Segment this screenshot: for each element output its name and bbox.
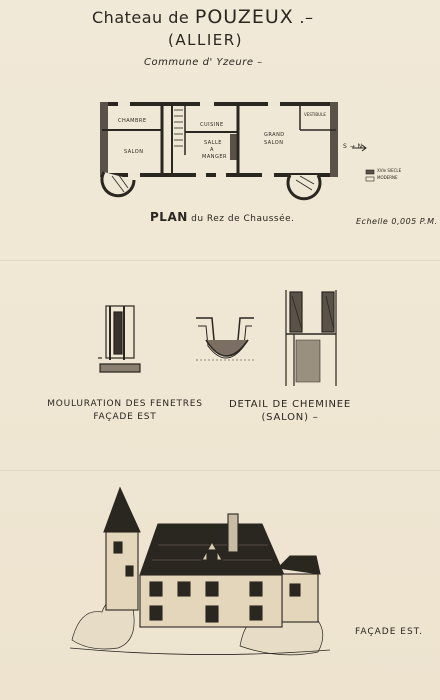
legend-swatch-16c [365,169,375,175]
chimney-caption-line2: (SALON) – [261,412,319,423]
plan-tower-right [286,174,322,201]
facade-label: FAÇADE EST. [355,627,423,637]
room-label-manger: MANGER [202,154,227,160]
title-name: POUZEUX [194,6,294,28]
department-label: (ALLIER) [168,31,244,49]
commune-label: Commune d' Yzeure – [144,57,263,68]
room-label-salle: SALLE [204,140,222,146]
fold-line [0,260,440,261]
room-label-a: A [210,147,214,153]
chimney-caption: DETAIL DE CHEMINEE (SALON) – [220,398,360,424]
room-label-grand: GRAND [264,132,285,138]
orientation-label: S → N [343,143,363,150]
facade-sketch [69,486,331,656]
title-suffix: .– [293,8,314,27]
chimney-caption-line1: DETAIL DE CHEMINEE [228,399,351,410]
room-label-salon: SALON [124,149,144,155]
plan-title-main: PLAN [150,210,188,224]
plan-scale: Echelle 0,005 P.M. [356,217,438,226]
room-label-grand-salon: SALON [264,140,284,146]
windows-caption: MOULURATION DES FENETRES FAÇADE EST [40,398,210,424]
windows-caption-line2: FAÇADE EST [93,412,157,422]
window-moulding-detail [98,305,141,373]
legend-label-modern: MODERNE [377,175,398,180]
title-prefix: Chateau de [92,8,195,27]
plan-title: PLAN du Rez de Chaussée. [150,210,295,224]
chimney-detail [285,290,337,386]
moulding-profile-detail [196,317,254,361]
document-title: Chateau de POUZEUX .– [92,6,313,28]
windows-caption-line1: MOULURATION DES FENETRES [47,399,203,409]
room-label-vestibule: VESTIBULE [304,112,326,117]
fold-line [0,470,440,471]
legend-label-16c: XVIe SIECLE [377,168,402,173]
room-label-cuisine: CUISINE [200,122,224,128]
plan-title-rest: du Rez de Chaussée. [187,214,295,224]
room-label-chambre: CHAMBRE [118,118,147,124]
legend-swatch-modern [365,176,375,182]
floor-plan [100,101,375,201]
